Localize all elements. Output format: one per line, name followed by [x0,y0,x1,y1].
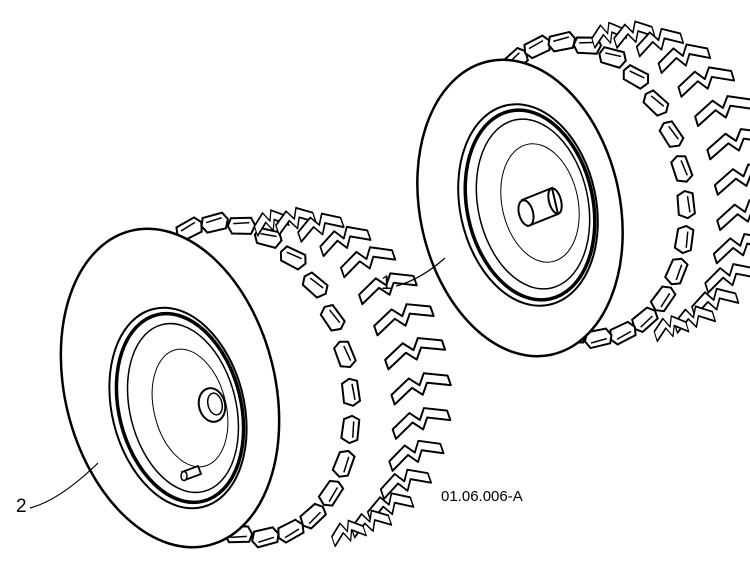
wheel-1-tread-bar [654,37,712,74]
wheel-1-tread-bar [691,88,750,128]
wheel-2-lug [249,525,281,549]
wheel-1-tread-bar [703,121,750,161]
wheel-2-lug [331,338,358,371]
wheel-2 [59,202,452,549]
wheel-1-lug [618,60,654,94]
wheel-2-rim [114,311,246,505]
wheel-1-lug [675,189,697,220]
wheel-2-hub [197,387,227,423]
wheel-2-tire [59,227,281,549]
wheel-1-tread-bar [710,157,750,196]
wheel-2-tread-bar [380,329,447,371]
wheel-2-lug [275,241,311,274]
wheel-1-rim [463,108,597,302]
wheel-1-tread-bar [713,192,750,232]
wheel-1 [416,16,750,358]
wheel-2-tread-bar [385,433,445,472]
wheel-2-lug [328,446,360,481]
wheel-2-lug [298,268,332,303]
wheel-1-lug [546,30,578,53]
wheel-1-lug [639,85,673,121]
wheel-1-lug [669,152,695,185]
callout-2-label: 2 [16,496,27,517]
wheel-2-lug [226,214,257,238]
wheel-2-tread-bar [388,400,452,440]
wheel-1-tread-bar [701,257,750,294]
wheel-2-tread-bar [376,462,433,500]
wheel-1-lug [661,254,693,289]
wheel-2-lug [337,413,364,446]
wheel-1-tread-bar [709,227,750,265]
wheel-1-lug [671,223,698,256]
wheel-2-lug [317,300,349,336]
callout-1: 1 [381,257,446,294]
wheel-2-tread-bar [369,296,435,337]
wheel-2-lug [341,377,361,407]
wheel-2-valve-stem [180,464,203,482]
wheel-1-lug [656,117,687,152]
wheel-2-lug [199,211,231,235]
callout-1-label: 1 [381,273,392,294]
figure-code: 01.06.006-A [441,488,523,505]
callout-2: 2 [16,462,99,517]
callout-2-leader [29,462,99,509]
wheel-2-tread-bar [387,365,452,406]
wheel-1-axle-hub [517,186,563,228]
callout-1-leader [395,257,446,287]
wheel-2-lug [314,476,348,511]
wheel-1-lug [595,42,630,72]
wheel-1-tread-bar [674,60,736,98]
